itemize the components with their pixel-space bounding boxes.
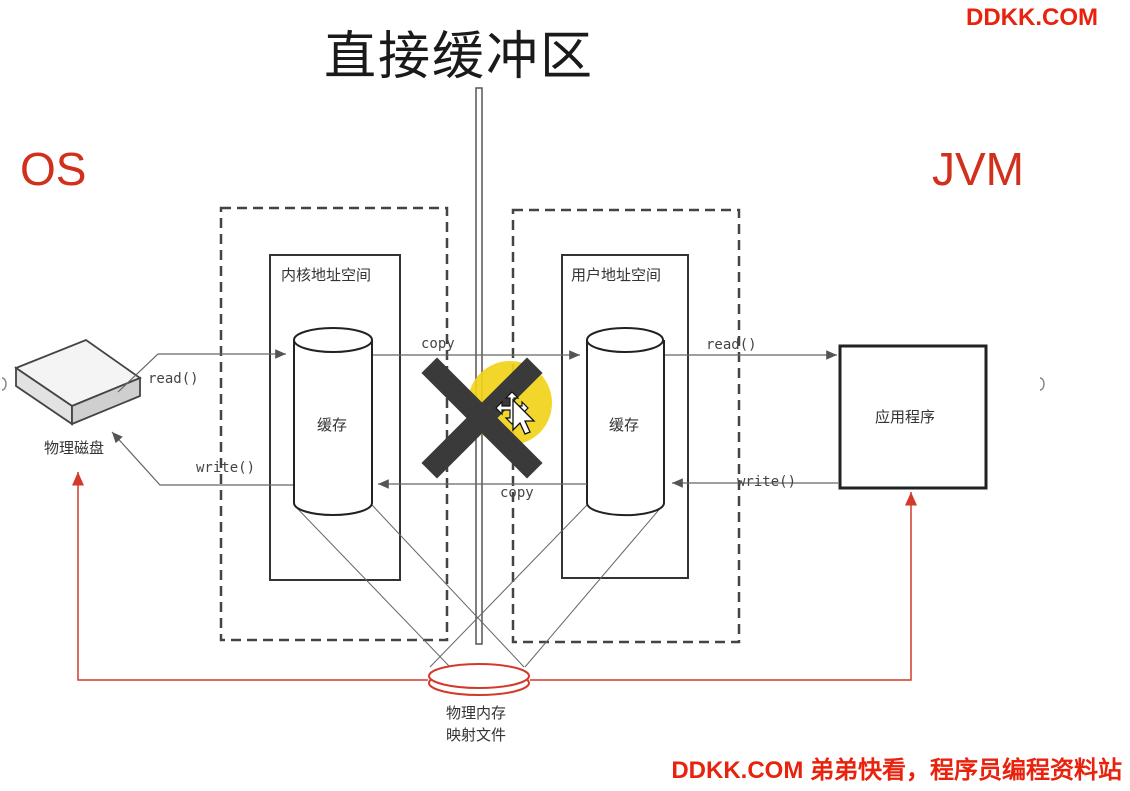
os-label: OS bbox=[20, 143, 87, 195]
watermark-top: DDKK.COM bbox=[966, 4, 1098, 31]
mmap-label-line1: 物理内存 bbox=[446, 704, 507, 722]
right-edge-mark bbox=[1039, 377, 1045, 391]
mmap-red-lines bbox=[72, 472, 917, 681]
copy-top-label: copy bbox=[421, 336, 455, 352]
disk-write-label: write() bbox=[196, 460, 256, 476]
app-read-label: read() bbox=[706, 337, 757, 353]
mmap-connector-lines bbox=[293, 504, 664, 668]
flow-arrows bbox=[111, 349, 838, 489]
kernel-cache-cylinder bbox=[293, 327, 373, 516]
cross-mark-icon bbox=[421, 357, 543, 479]
jvm-label: JVM bbox=[932, 143, 1024, 195]
user-space-label: 用户地址空间 bbox=[571, 266, 662, 284]
application-box bbox=[838, 344, 988, 490]
app-write-label: write() bbox=[737, 474, 797, 490]
user-cache-label: 缓存 bbox=[609, 416, 640, 434]
mmap-file-ellipse bbox=[428, 663, 530, 696]
left-edge-mark bbox=[1, 377, 7, 391]
disk-label: 物理磁盘 bbox=[44, 439, 105, 457]
user-dashed-box bbox=[511, 208, 741, 644]
page-title: 直接缓冲区 bbox=[324, 27, 595, 87]
move-cursor-icon bbox=[495, 391, 536, 435]
center-divider bbox=[475, 87, 483, 645]
disk-read-label: read() bbox=[148, 371, 199, 387]
app-label: 应用程序 bbox=[875, 408, 936, 426]
kernel-space-label: 内核地址空间 bbox=[281, 266, 372, 284]
kernel-dashed-box bbox=[219, 206, 449, 642]
mmap-label-line2: 映射文件 bbox=[446, 726, 507, 744]
physical-disk-icon bbox=[14, 338, 142, 426]
watermark-bottom: DDKK.COM 弟弟快看，程序员编程资料站 bbox=[671, 757, 1122, 784]
copy-bottom-label: copy bbox=[500, 485, 534, 501]
user-cache-cylinder bbox=[586, 327, 665, 517]
kernel-cache-label: 缓存 bbox=[317, 416, 348, 434]
